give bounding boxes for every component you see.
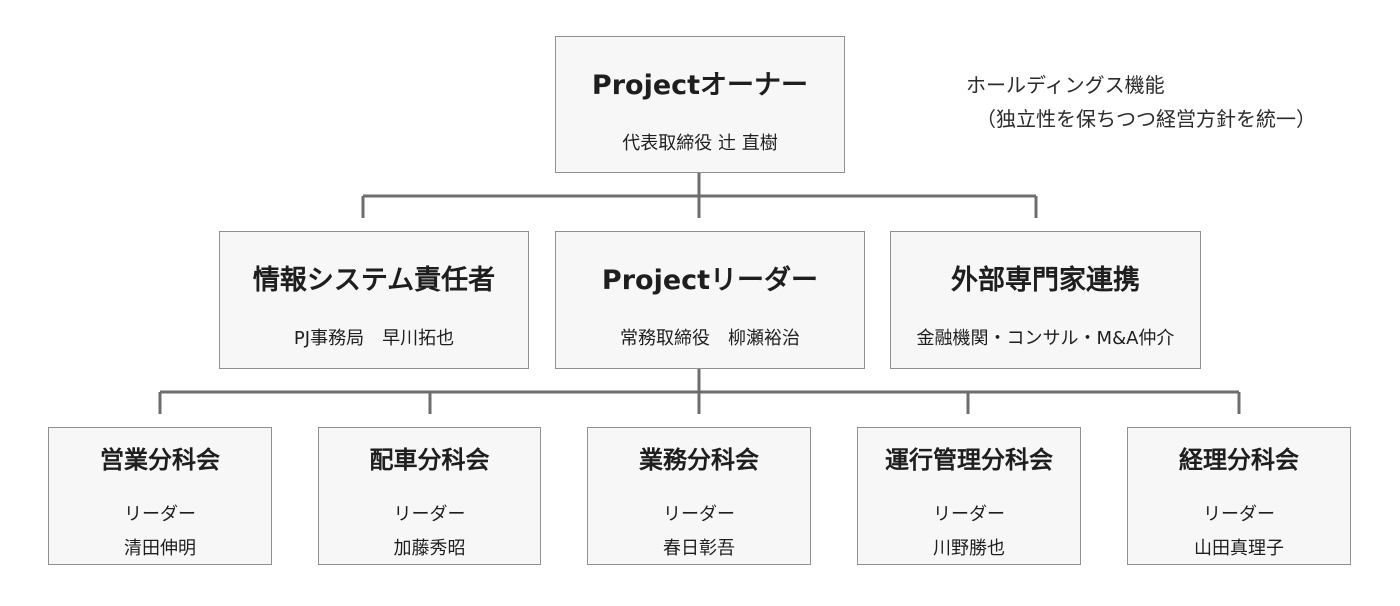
holding-function-note: ホールディングス機能 （独立性を保ちつつ経営方針を統一） [966, 68, 1316, 136]
subcommittee-role: リーダー [124, 504, 196, 525]
subcommittee-role: リーダー [1203, 504, 1275, 525]
subcommittee-fleet-management-box: 運行管理分科会 リーダー 川野勝也 [857, 427, 1081, 565]
subcommittee-role: リーダー [393, 504, 466, 525]
external-experts-title: 外部専門家連携 [951, 265, 1140, 296]
subcommittee-leader-name: 加藤秀昭 [393, 538, 466, 559]
external-experts-box: 外部専門家連携 金融機関・コンサル・M&A仲介 [890, 231, 1201, 369]
project-leader-box: Projectリーダー 常務取締役 柳瀬裕治 [555, 231, 865, 369]
subcommittee-title: 運行管理分科会 [885, 446, 1053, 474]
subcommittee-title: 営業分科会 [100, 446, 220, 474]
subcommittee-operations-box: 業務分科会 リーダー 春日彰吾 [587, 427, 811, 565]
subcommittee-sales-box: 営業分科会 リーダー 清田伸明 [48, 427, 272, 565]
info-system-manager-name: PJ事務局 早川拓也 [293, 328, 455, 349]
subcommittee-title: 配車分科会 [369, 446, 490, 474]
project-owner-name: 代表取締役 辻 直樹 [622, 133, 778, 154]
subcommittee-dispatch-box: 配車分科会 リーダー 加藤秀昭 [318, 427, 541, 565]
info-system-manager-box: 情報システム責任者 PJ事務局 早川拓也 [219, 231, 529, 369]
project-owner-title: Projectオーナー [591, 70, 809, 101]
info-system-manager-title: 情報システム責任者 [252, 265, 496, 296]
subcommittee-title: 経理分科会 [1179, 446, 1299, 474]
holding-note-line2: （独立性を保ちつつ経営方針を統一） [976, 107, 1316, 131]
project-owner-box: Projectオーナー 代表取締役 辻 直樹 [555, 36, 845, 173]
holding-note-line1: ホールディングス機能 [966, 73, 1165, 97]
project-leader-title: Projectリーダー [601, 265, 819, 296]
external-experts-members: 金融機関・コンサル・M&A仲介 [916, 328, 1175, 349]
subcommittee-role: リーダー [933, 504, 1005, 525]
subcommittee-role: リーダー [663, 504, 735, 525]
subcommittee-leader-name: 川野勝也 [933, 538, 1005, 559]
subcommittee-leader-name: 清田伸明 [124, 538, 196, 559]
subcommittee-accounting-box: 経理分科会 リーダー 山田真理子 [1127, 427, 1351, 565]
project-leader-name: 常務取締役 柳瀬裕治 [620, 328, 800, 349]
subcommittee-title: 業務分科会 [639, 446, 759, 474]
subcommittee-leader-name: 春日彰吾 [663, 538, 735, 559]
subcommittee-leader-name: 山田真理子 [1194, 538, 1284, 559]
